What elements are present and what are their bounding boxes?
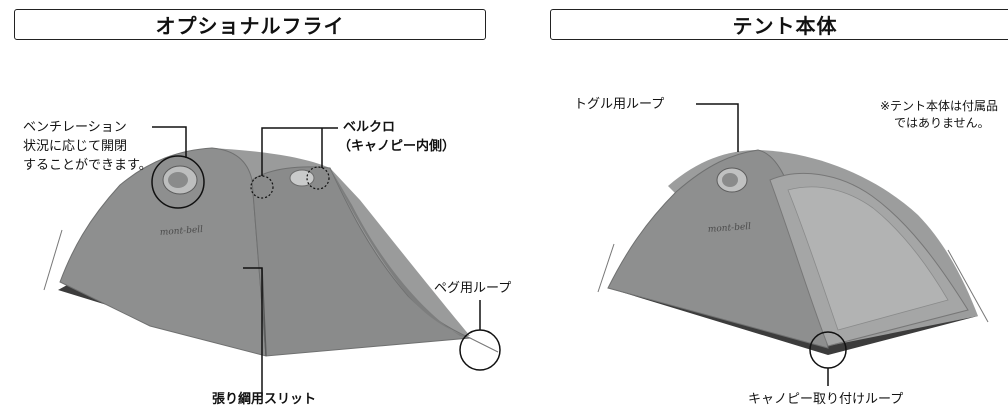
peg-loop-label: ペグ用ループ	[434, 281, 512, 296]
not-included-note-line2: ではありません。	[894, 116, 990, 130]
fly-brand-logo: mont-bell	[160, 225, 204, 238]
fly-vestibule	[251, 166, 472, 357]
velcro-leader	[261, 127, 338, 176]
tent-body-title: テント本体	[550, 9, 1008, 40]
not-included-note-line1: ※テント本体は付属品	[880, 99, 999, 113]
guy-slit-label: 張り綱用スリット	[212, 392, 317, 407]
toggle-loop-label: トグル用ループ	[574, 97, 665, 112]
velcro-circle-1	[250, 175, 274, 199]
guy-slit-leader	[243, 267, 263, 396]
ventilation-note-line1: 状況に応じて開閉	[23, 139, 128, 154]
velcro-sublabel: （キャノピー内側）	[338, 139, 456, 154]
fly-tent-illustration: mont-bell	[43, 126, 501, 396]
tent-brand-logo: mont-bell	[708, 222, 752, 235]
fly-front-panel	[59, 147, 267, 357]
velcro-circle-2	[306, 166, 330, 190]
ventilation-circle	[151, 155, 205, 209]
ventilation-leader	[152, 126, 187, 158]
optional-fly-panel: オプショナルフライ mont-bell ベンチレーション	[14, 9, 512, 407]
tent-body-illustration: mont-bell	[597, 103, 989, 386]
ventilation-label: ベンチレーション	[23, 120, 127, 135]
tent-floor	[608, 283, 978, 355]
tent-mesh-door	[787, 186, 949, 331]
optional-fly-title: オプショナルフライ	[14, 9, 486, 40]
velcro-label: ベルクロ	[343, 120, 396, 135]
tent-body-panel: テント本体 mont-bell トグル用ループ ※テント本体は付属品 ではありま…	[548, 0, 1008, 410]
ventilation-note-line2: することができます。	[23, 158, 152, 173]
toggle-loop-leader	[696, 103, 739, 152]
canopy-loop-label: キャノピー取り付けループ	[748, 392, 904, 407]
